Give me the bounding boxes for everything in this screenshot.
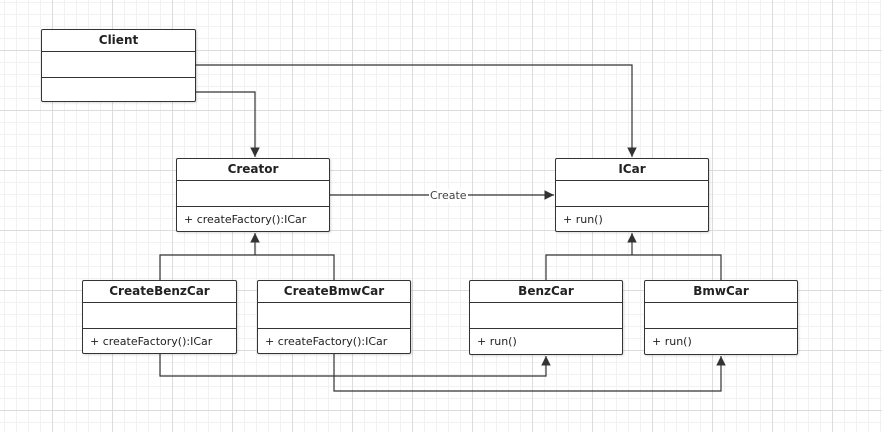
class-client[interactable]: Client	[41, 29, 196, 102]
edge-createbmwcar-to-bmwcar	[333, 354, 726, 392]
edge-client-to-creator	[196, 91, 260, 157]
class-creator[interactable]: Creator + createFactory():ICar	[176, 158, 330, 232]
class-operations: + createFactory():ICar	[265, 335, 388, 348]
class-attributes	[470, 303, 622, 329]
edge-benzcar-to-icar	[545, 254, 632, 280]
class-name: ICar	[556, 159, 708, 181]
class-createbmwcar[interactable]: CreateBmwCar + createFactory():ICar	[257, 280, 411, 354]
edge-client-to-icar	[196, 64, 637, 157]
edge-createbmwcar-to-creator	[255, 254, 335, 280]
class-name: BmwCar	[645, 281, 797, 303]
class-attributes	[645, 303, 797, 329]
class-createbenzcar[interactable]: CreateBenzCar + createFactory():ICar	[82, 280, 237, 354]
class-name: Client	[42, 30, 195, 52]
edge-createbenzcar-to-creator	[159, 254, 255, 280]
class-operations: + run()	[563, 213, 603, 226]
class-attributes	[177, 181, 329, 207]
class-bmwcar[interactable]: BmwCar + run()	[644, 280, 798, 355]
class-attributes	[556, 181, 708, 207]
class-attributes	[258, 303, 410, 329]
class-icar[interactable]: ICar + run()	[555, 158, 709, 232]
edge-bmwcar-to-icar	[632, 254, 722, 280]
class-benzcar[interactable]: BenzCar + run()	[469, 280, 623, 355]
class-operations	[42, 78, 195, 103]
edge-createbenzcar-to-benzcar	[159, 354, 551, 377]
class-name: CreateBenzCar	[83, 281, 236, 303]
class-attributes	[42, 52, 195, 78]
class-name: Creator	[177, 159, 329, 181]
class-attributes	[83, 303, 236, 329]
class-operations: + createFactory():ICar	[90, 335, 213, 348]
class-operations: + run()	[477, 335, 517, 348]
class-name: CreateBmwCar	[258, 281, 410, 303]
class-name: BenzCar	[470, 281, 622, 303]
class-operations: + createFactory():ICar	[184, 213, 307, 226]
class-operations: + run()	[652, 335, 692, 348]
edge-label-create: Create	[429, 189, 468, 202]
